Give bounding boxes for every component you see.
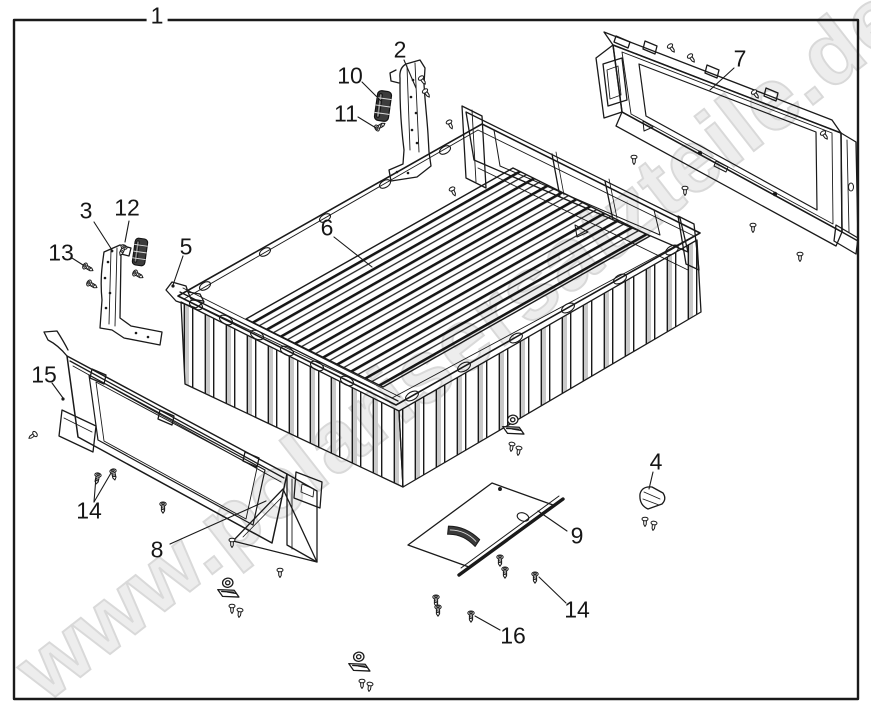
- callout-label-3: 3: [79, 197, 93, 224]
- callout-label-9: 9: [570, 522, 584, 549]
- callout-label-12: 12: [114, 194, 140, 221]
- access-panel: [407, 482, 565, 577]
- bracket-right: [373, 59, 432, 182]
- callout-label-7: 7: [733, 45, 747, 72]
- latch-left: [131, 237, 149, 267]
- callout-label-5: 5: [179, 233, 193, 260]
- callout-label-2: 2: [393, 36, 407, 63]
- leader-lines: [51, 59, 735, 631]
- front-rail-bracket: [165, 281, 205, 309]
- bed-rear-wall: [461, 105, 700, 271]
- callout-label-14b: 14: [564, 596, 590, 623]
- front-panel: [43, 330, 323, 563]
- callout-label-8: 8: [150, 536, 164, 563]
- latch-right: [373, 89, 393, 123]
- bracket-left: [99, 237, 163, 346]
- diagram-border: [12, 18, 860, 701]
- callout-label-11: 11: [334, 100, 358, 127]
- clip-part4: [639, 486, 666, 510]
- callout-label-4: 4: [649, 448, 663, 475]
- callout-label-14a: 14: [76, 497, 102, 524]
- bed-right-skirt: [398, 239, 702, 488]
- callout-label-1: 1: [146, 4, 168, 28]
- cargo-bed: [165, 105, 702, 488]
- callout-label-16: 16: [500, 622, 526, 649]
- callout-label-13: 13: [48, 239, 74, 266]
- callout-label-10: 10: [337, 62, 363, 89]
- rim-holes: [188, 145, 679, 402]
- tailgate-panel: [595, 31, 859, 255]
- tie-down-cleat: [346, 650, 371, 676]
- callout-label-15: 15: [31, 361, 57, 388]
- callout-label-6: 6: [320, 214, 334, 241]
